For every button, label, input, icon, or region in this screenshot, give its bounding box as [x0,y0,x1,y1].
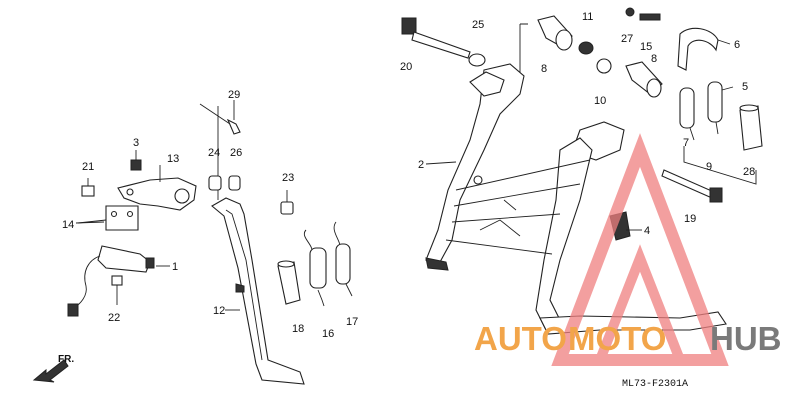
label-15: 15 [640,41,652,53]
part-1-switch [67,245,170,317]
part-14-bracket [77,205,139,231]
part-3-nut [130,150,142,171]
part-24-collar [208,175,222,191]
part-25-collar [468,53,486,67]
label-28: 28 [743,166,755,178]
part-6-hook [677,27,719,71]
svg-text:MOTO: MOTO [568,320,666,357]
label-9: 9 [706,161,712,173]
label-24: 24 [208,147,220,159]
part-8-bushing-upper [537,15,573,51]
part-23-nut [280,190,294,215]
label-27: 27 [621,33,633,45]
label-13: 13 [167,153,179,165]
label-25: 25 [472,19,484,31]
watermark-logo [551,133,729,366]
label-4: 4 [644,225,650,237]
part-11-collar [578,41,594,55]
part-10-collar [596,58,612,74]
part-8-bushing-lower [625,61,663,98]
part-18-pipe [277,260,301,305]
label-22: 22 [108,312,120,324]
part-22-bolt [111,275,123,305]
label-8a: 8 [541,63,547,75]
label-5: 5 [742,81,748,93]
part-labels: 1 2 3 4 5 6 7 8 8 9 10 11 12 13 14 15 16… [62,11,755,340]
label-7: 7 [683,137,689,149]
label-29: 29 [228,89,240,101]
label-12: 12 [213,305,225,317]
watermark-text: AUTO MOTO HUB [474,320,782,357]
part-17-spring [333,221,353,297]
part-28-pipe [739,104,763,151]
label-10: 10 [594,95,606,107]
part-15-bolt [639,13,661,21]
part-27-washer [625,7,635,17]
part-2-main-stand [425,63,727,335]
label-16: 16 [322,328,334,340]
part-12-side-stand [211,197,305,385]
svg-text:AUTO: AUTO [474,320,567,357]
label-11: 11 [582,11,593,23]
label-8b: 8 [651,53,657,65]
fr-arrow: FR. [32,354,74,383]
part-19-bolt [661,169,723,203]
part-5-spring [679,81,723,141]
label-18: 18 [292,323,304,335]
part-20-bolt [401,17,471,59]
label-21: 21 [82,161,94,173]
label-17: 17 [346,316,358,328]
part-26-collar [228,175,241,191]
figure-code: ML73-F2301A [622,379,688,390]
label-2: 2 [418,159,424,171]
label-6: 6 [734,39,740,51]
svg-text:FR.: FR. [58,354,74,365]
label-20: 20 [400,61,412,73]
label-14: 14 [62,219,74,231]
leader-lines [75,39,734,311]
part-21-bolt [81,178,95,197]
label-19: 19 [684,213,696,225]
part-16-spring [303,229,327,307]
part-13-bracket [117,165,197,211]
svg-text:HUB: HUB [710,320,782,357]
label-1: 1 [172,261,178,273]
label-26: 26 [230,147,242,159]
label-3: 3 [133,137,139,149]
label-23: 23 [282,172,294,184]
